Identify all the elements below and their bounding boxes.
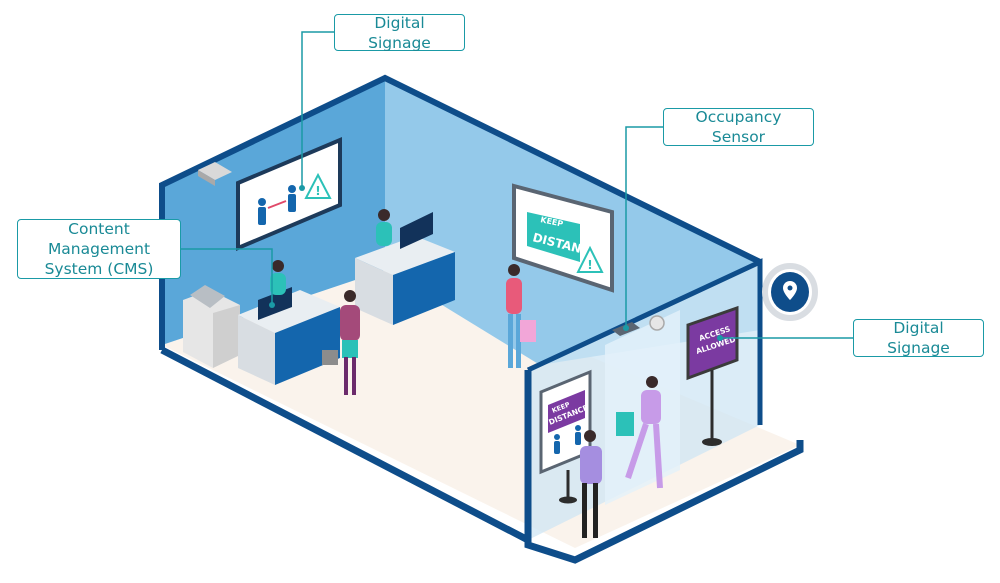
- ceiling-device: [198, 162, 232, 180]
- warning-icon: [304, 172, 332, 199]
- callout-digital-signage-top: Digital Signage: [334, 13, 465, 52]
- counter-back-front: [355, 258, 393, 325]
- access-sign-screen: [686, 305, 739, 381]
- counter-back-top: [355, 236, 455, 275]
- counter-left-front: [238, 315, 275, 385]
- svg-text:!: !: [315, 184, 320, 198]
- callout-label: Digital Signage: [368, 13, 431, 52]
- monitor-left: [258, 287, 292, 320]
- people-icon: [258, 185, 296, 225]
- staff-member-back: [376, 209, 392, 246]
- customer-at-sign: [580, 430, 602, 538]
- front-frame: [524, 370, 804, 564]
- floor-edge-left: [160, 346, 530, 544]
- callout-occupancy-sensor: Occupancy Sensor: [663, 108, 814, 146]
- counter-left-top: [238, 290, 340, 333]
- customer-entering: [616, 376, 663, 489]
- customer-left: [322, 290, 360, 395]
- svg-text:!: !: [587, 258, 592, 272]
- leader-line-signage-top: [301, 31, 334, 188]
- leader-line-cms: [181, 248, 273, 305]
- callout-label: Content Management System (CMS): [44, 220, 154, 278]
- callout-digital-signage-right: Digital Signage: [853, 319, 984, 357]
- people-icon: [554, 425, 581, 454]
- sensor-camera: [649, 315, 665, 331]
- warning-icon: [576, 245, 604, 273]
- printer: [190, 285, 225, 308]
- callout-label: Occupancy Sensor: [695, 108, 782, 146]
- callout-content-management-system: Content Management System (CMS): [17, 219, 181, 279]
- front-top-frame: [526, 258, 763, 425]
- staff-member-left: [270, 260, 286, 295]
- counter-left-side: [275, 307, 340, 385]
- counter-back-side: [393, 252, 455, 325]
- monitor-back: [400, 212, 433, 249]
- leader-line-occupancy: [625, 126, 663, 328]
- location-pin-icon: [762, 263, 818, 321]
- callout-label: Digital Signage: [887, 319, 950, 357]
- customer-with-bag: [506, 264, 536, 368]
